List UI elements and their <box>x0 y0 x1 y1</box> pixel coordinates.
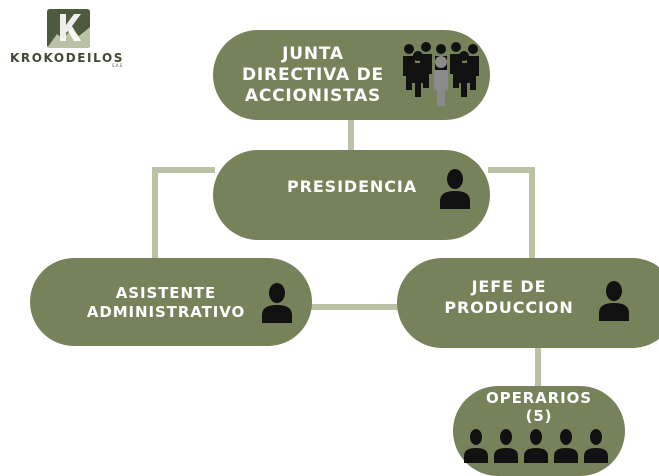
node-junta-directiva-label: JUNTA DIRECTIVA DE ACCIONISTAS <box>242 44 384 106</box>
node-presidencia: PRESIDENCIA <box>213 150 490 240</box>
company-name: KROKODEILOS <box>10 51 124 65</box>
node-operarios-label: OPERARIOS (5) <box>486 389 592 425</box>
node-jefe-produccion: JEFE DE PRODUCCION <box>397 258 659 348</box>
connector-lines <box>152 120 541 388</box>
node-presidencia-label: PRESIDENCIA <box>286 177 418 196</box>
node-junta-directiva: JUNTA DIRECTIVA DE ACCIONISTAS <box>213 30 490 120</box>
company-suffix: S.A.S <box>112 63 123 68</box>
five-people-icon <box>464 429 608 463</box>
person-icon <box>262 283 292 323</box>
connector-presidencia-asistente <box>152 167 215 260</box>
connector-presidencia-jefe <box>488 167 535 260</box>
node-asistente-administrativo: ASISTENTE ADMINISTRATIVO <box>30 258 312 346</box>
node-operarios: OPERARIOS (5) <box>453 386 625 476</box>
company-logo-icon <box>47 9 90 48</box>
person-icon <box>599 281 629 321</box>
people-group-icon <box>403 42 479 106</box>
node-asistente-administrativo-label: ASISTENTE ADMINISTRATIVO <box>86 284 246 321</box>
org-chart: KROKODEILOS S.A.S JUNTA DIRECTIVA DE ACC… <box>10 9 659 476</box>
node-jefe-produccion-label: JEFE DE PRODUCCION <box>444 277 574 317</box>
person-icon <box>440 169 470 209</box>
